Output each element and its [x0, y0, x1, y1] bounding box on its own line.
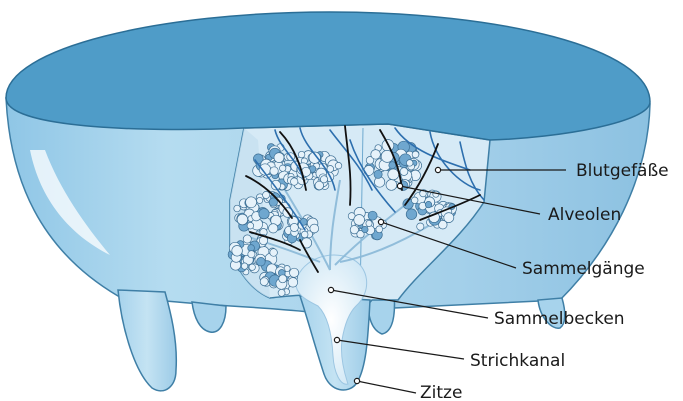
leader-dot-alveolen [397, 183, 402, 188]
teat-left [118, 290, 176, 391]
alveolus [386, 180, 397, 191]
leader-dot-sammelbecken [328, 287, 333, 292]
alveolus [247, 222, 254, 229]
alveolus [270, 249, 278, 257]
label-alveolen: Alveolen [548, 205, 621, 225]
alveolus [260, 278, 268, 286]
alveolus [406, 160, 413, 167]
alveolus [290, 223, 298, 231]
alveolus [406, 209, 417, 220]
alveolus [310, 224, 319, 233]
alveolus [270, 167, 278, 175]
alveolus [374, 170, 382, 178]
alveolus [263, 191, 270, 198]
leader-dot-blutgefaesse [435, 167, 440, 172]
alveolus [400, 168, 408, 176]
label-strichkanal: Strichkanal [470, 351, 565, 371]
alveolus [257, 197, 263, 203]
alveolus [354, 215, 365, 226]
alveolus [237, 214, 248, 225]
alveolus [368, 211, 377, 220]
alveolus [444, 213, 454, 223]
label-sammelbecken: Sammelbecken [494, 309, 625, 329]
alveolus [241, 263, 247, 269]
leader-dot-strichkanal [334, 337, 339, 342]
alveolus [376, 226, 383, 233]
alveolus [425, 201, 431, 207]
alveolus [232, 246, 243, 257]
front-teat [296, 255, 370, 390]
alveolus [371, 150, 381, 160]
leader-dot-zitze [354, 378, 359, 383]
alveolus [269, 224, 278, 233]
alveolus [274, 153, 284, 163]
alveolus [279, 275, 287, 283]
alveolus [320, 176, 327, 183]
alveolus [259, 209, 269, 219]
alveolus [388, 169, 399, 180]
alveolus [389, 162, 396, 169]
alveolus [248, 251, 255, 258]
alveolus [246, 197, 257, 208]
leader-zitze [357, 381, 416, 393]
alveolus [417, 223, 424, 230]
teat-back-left [192, 302, 226, 332]
alveolus [249, 264, 255, 270]
label-zitze: Zitze [420, 383, 462, 401]
alveolus [288, 278, 298, 288]
alveolus [278, 289, 285, 296]
alveolus [301, 231, 308, 238]
label-blutgefaesse: Blutgefäße [576, 161, 669, 181]
alveolus [298, 151, 305, 158]
alveolus [412, 151, 419, 158]
alveolus [290, 268, 299, 277]
alveolus [291, 178, 298, 185]
alveolus [366, 220, 372, 226]
udder-top [6, 12, 650, 140]
alveolus [335, 162, 342, 169]
alveolus [243, 235, 251, 243]
alveolus [362, 226, 368, 232]
alveolus [411, 197, 418, 204]
alveolus [257, 257, 266, 266]
label-sammelgaenge: Sammelgänge [522, 259, 645, 279]
leader-dot-sammelgaenge [378, 219, 383, 224]
alveolus [234, 205, 241, 212]
alveolus [280, 165, 286, 171]
